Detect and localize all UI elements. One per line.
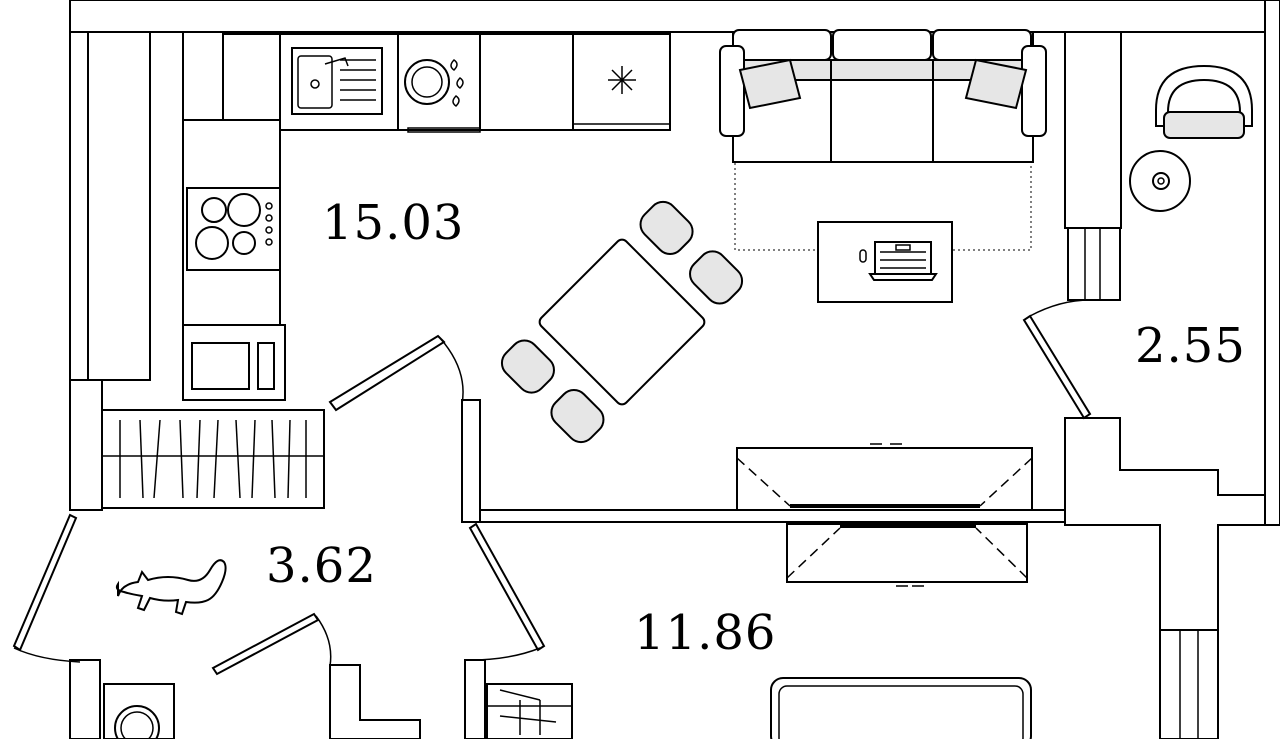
area-label-bathroom: 2.55 <box>1135 318 1246 374</box>
microwave-icon <box>182 324 286 401</box>
toilet-icon <box>1129 150 1191 212</box>
dishwasher-icon <box>404 59 481 133</box>
wardrobe-icon <box>101 409 325 509</box>
bed-icon <box>770 677 1032 739</box>
sink-icon <box>291 47 383 115</box>
area-label-bedroom: 11.86 <box>634 605 776 661</box>
area-label-hallway: 3.62 <box>266 538 377 594</box>
armchair-icon <box>1155 64 1253 139</box>
cat-icon <box>115 559 227 616</box>
fridge-icon <box>572 66 671 131</box>
walls <box>69 0 1280 739</box>
laptop-icon <box>859 241 938 281</box>
area-label-kitchen-living: 15.03 <box>322 195 464 251</box>
coffee-table <box>817 221 953 303</box>
doors <box>12 299 1092 676</box>
tv-icon <box>736 443 1033 587</box>
radiator <box>486 683 573 739</box>
dining-table-icon <box>500 200 744 444</box>
washing-machine-icon <box>103 683 175 739</box>
sofa-icon <box>719 29 1047 251</box>
stove-icon <box>186 187 281 271</box>
